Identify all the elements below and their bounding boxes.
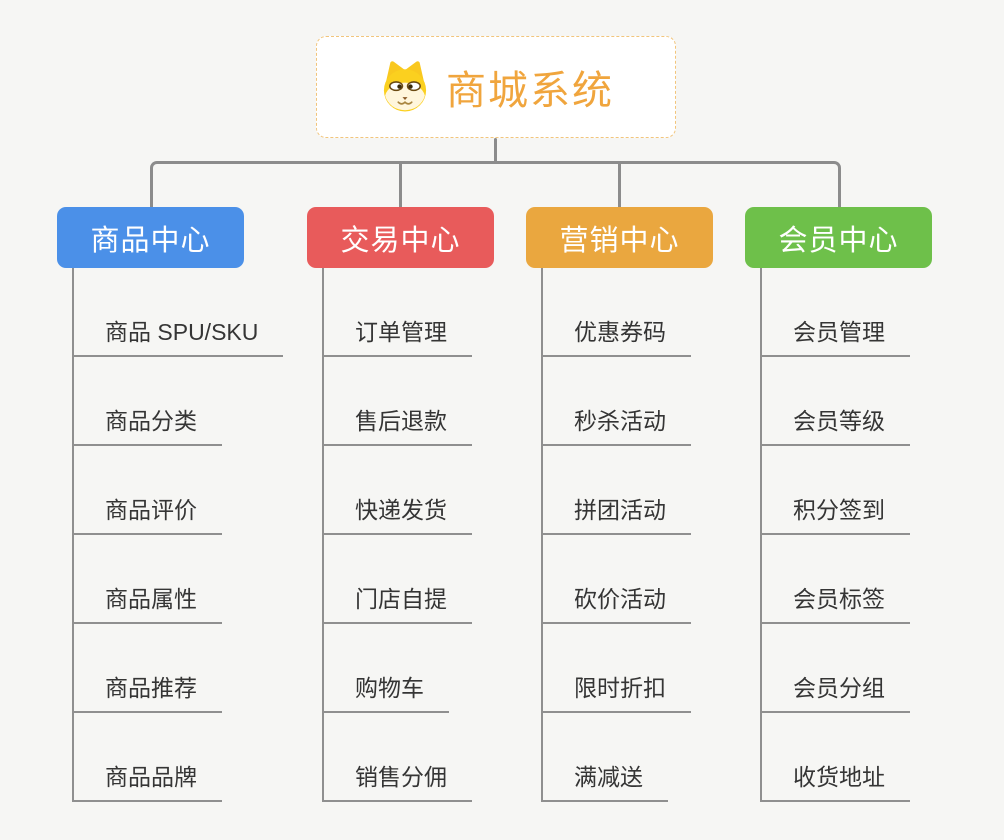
leaf-node[interactable]: 积分签到 [760,495,910,535]
branch-children-trade-center: 订单管理 售后退款 快递发货 门店自提 购物车 销售分佣 [322,268,582,808]
leaf-node[interactable]: 会员等级 [760,406,910,446]
leaf-node[interactable]: 会员管理 [760,317,910,357]
branch-children-member-center: 会员管理 会员等级 积分签到 会员标签 会员分组 收货地址 [760,268,1004,808]
leaf-node[interactable]: 门店自提 [322,584,472,624]
branch-node-trade-center[interactable]: 交易中心 [307,207,494,268]
leaf-node[interactable]: 满减送 [541,762,668,802]
leaf-node[interactable]: 销售分佣 [322,762,472,802]
branch-node-marketing-center[interactable]: 营销中心 [526,207,713,268]
dog-face-icon [383,61,427,112]
leaf-node[interactable]: 商品评价 [72,495,222,535]
leaf-node[interactable]: 商品品牌 [72,762,222,802]
connector-root-stem [494,138,497,164]
leaf-node[interactable]: 限时折扣 [541,673,691,713]
leaf-node[interactable]: 快递发货 [322,495,472,535]
connector-drop-trade [399,161,402,210]
leaf-node[interactable]: 秒杀活动 [541,406,691,446]
leaf-node[interactable]: 拼团活动 [541,495,691,535]
root-node[interactable]: 商城系统 [316,36,676,138]
branch-label: 营销中心 [559,224,680,257]
leaf-node[interactable]: 售后退款 [322,406,472,446]
connector-left-elbow [150,161,497,210]
branch-label: 会员中心 [778,224,899,257]
root-title: 商城系统 [446,69,614,113]
leaf-node[interactable]: 订单管理 [322,317,472,357]
branch-children-product-center: 商品 SPU/SKU 商品分类 商品评价 商品属性 商品推荐 商品品牌 [72,268,332,808]
leaf-node[interactable]: 优惠券码 [541,317,691,357]
leaf-node[interactable]: 购物车 [322,673,449,713]
leaf-node[interactable]: 商品推荐 [72,673,222,713]
leaf-node[interactable]: 砍价活动 [541,584,691,624]
branch-label: 交易中心 [340,224,461,257]
leaf-node[interactable]: 商品属性 [72,584,222,624]
branch-label: 商品中心 [90,224,211,257]
connector-spine [72,268,74,802]
connector-spine [541,268,543,802]
leaf-node[interactable]: 商品分类 [72,406,222,446]
branch-node-member-center[interactable]: 会员中心 [745,207,932,268]
branch-children-marketing-center: 优惠券码 秒杀活动 拼团活动 砍价活动 限时折扣 满减送 [541,268,801,808]
leaf-node[interactable]: 会员分组 [760,673,910,713]
leaf-node[interactable]: 会员标签 [760,584,910,624]
leaf-node[interactable]: 收货地址 [760,762,910,802]
connector-right-elbow [495,161,841,210]
connector-spine [322,268,324,802]
leaf-node[interactable]: 商品 SPU/SKU [72,317,284,357]
connector-spine [760,268,762,802]
branch-node-product-center[interactable]: 商品中心 [57,207,244,268]
connector-drop-marketing [618,161,621,210]
